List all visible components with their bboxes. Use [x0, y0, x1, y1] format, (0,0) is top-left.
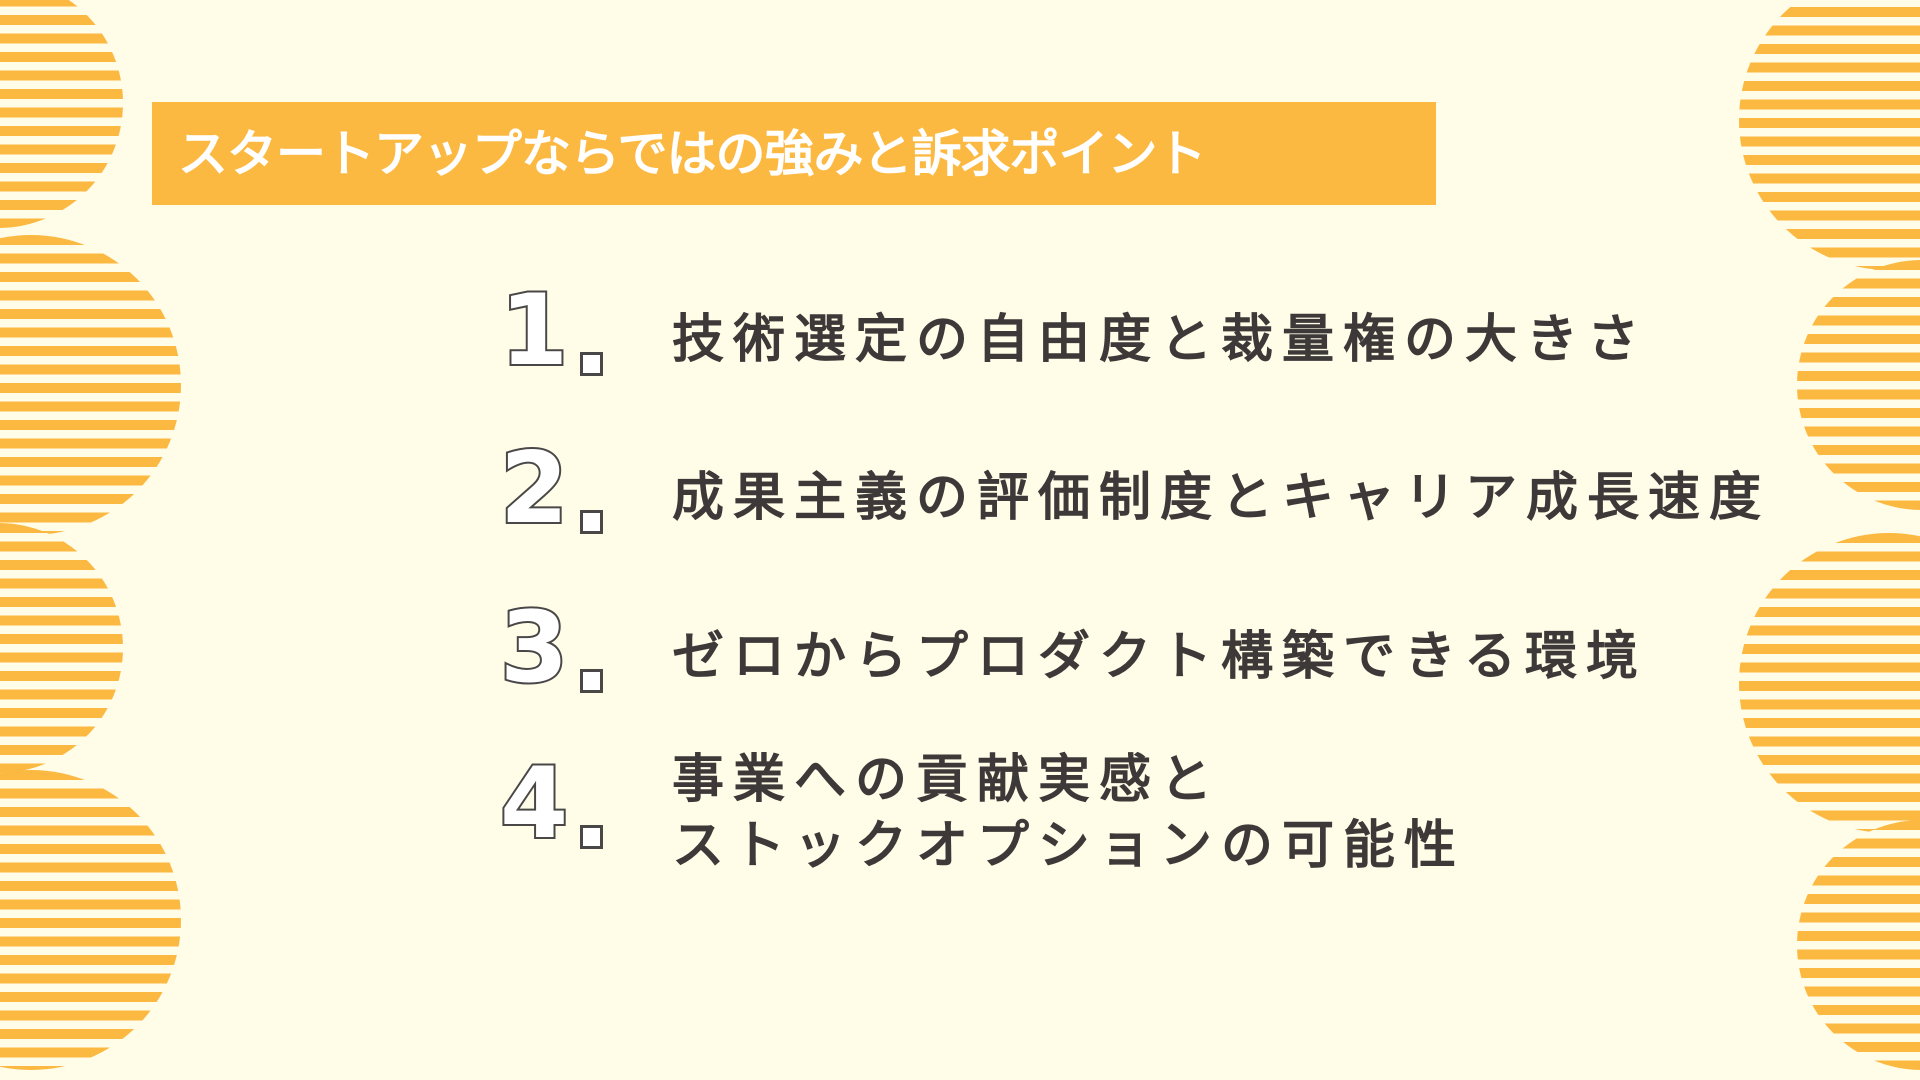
item-number-dot	[580, 510, 604, 534]
striped-circle-decoration	[0, 770, 181, 1070]
item-text-line: 技術選定の自由度と裁量権の大きさ	[672, 310, 1649, 370]
item-number: 2	[498, 438, 660, 540]
item-number: 3	[498, 597, 660, 699]
striped-circle-decoration	[0, 0, 123, 228]
striped-circle-decoration	[0, 235, 181, 535]
item-text: 成果主義の評価制度とキャリア成長速度	[672, 465, 1770, 531]
striped-circle-decoration	[1739, 0, 1920, 270]
item-number: 4	[498, 753, 660, 855]
item-number: 1	[498, 280, 660, 382]
slide-title: スタートアップならではの強みと訴求ポイント	[178, 124, 1206, 183]
striped-circle-decoration	[1797, 260, 1920, 510]
item-text-line: ゼロからプロダクト構築できる環境	[672, 627, 1647, 687]
item-number-dot	[580, 352, 604, 376]
item-number-digit: 2	[498, 432, 570, 546]
striped-circle-decoration	[1797, 820, 1920, 1070]
item-text: 事業への貢献実感と ストックオプションの可能性	[672, 747, 1465, 879]
item-number-digit: 1	[498, 274, 570, 388]
item-number-dot	[580, 669, 604, 693]
item-text-line: ストックオプションの可能性	[672, 816, 1466, 876]
title-banner: スタートアップならではの強みと訴求ポイント	[152, 102, 1436, 205]
item-number-digit: 4	[498, 747, 570, 861]
item-text-line: 成果主義の評価制度とキャリア成長速度	[672, 468, 1771, 528]
item-text-line: 事業への貢献実感と	[672, 750, 1222, 810]
striped-circle-decoration	[1739, 533, 1920, 833]
item-number-dot	[580, 825, 604, 849]
item-text: ゼロからプロダクト構築できる環境	[672, 624, 1647, 690]
item-text: 技術選定の自由度と裁量権の大きさ	[672, 307, 1648, 373]
striped-circle-decoration	[0, 523, 123, 773]
item-number-digit: 3	[498, 591, 570, 705]
